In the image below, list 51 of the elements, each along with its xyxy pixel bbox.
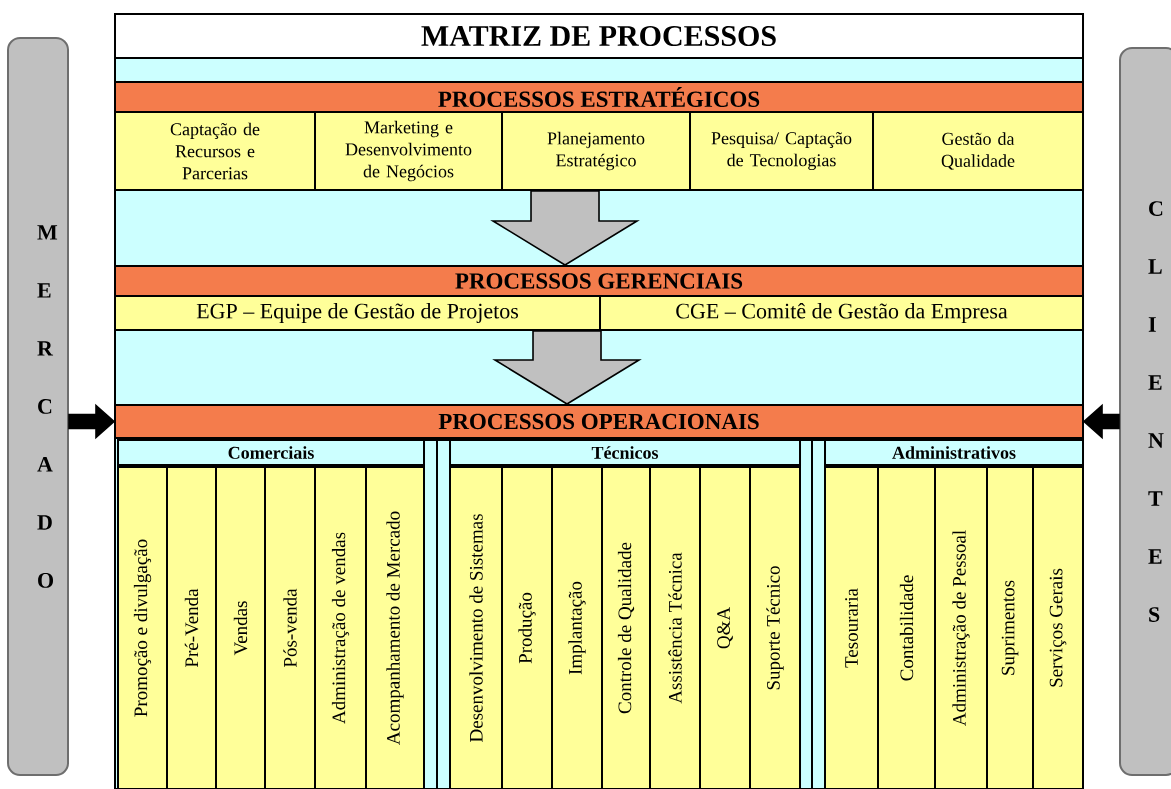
node-label: Pré-Venda bbox=[184, 588, 199, 668]
node-label: Q&A bbox=[717, 607, 733, 649]
process-column: Serviços Gerais bbox=[1032, 466, 1084, 789]
section-header: PROCESSOS OPERACIONAIS bbox=[114, 404, 1084, 439]
process-column: Implantação bbox=[551, 466, 603, 789]
node-label: Assistência Técnica bbox=[668, 552, 682, 704]
block-arrow bbox=[492, 330, 642, 405]
node-label: Implantação bbox=[568, 581, 586, 675]
process-column: Administração de vendas bbox=[314, 466, 367, 789]
side-bar: CLIENTES bbox=[1119, 47, 1171, 776]
process-column: Suprimentos bbox=[986, 466, 1034, 789]
section-header: PROCESSOS ESTRATÉGICOS bbox=[114, 81, 1084, 113]
title-box: MATRIZ DE PROCESSOS bbox=[114, 13, 1084, 59]
group-header: Técnicos bbox=[449, 439, 801, 466]
side-bar: MERCADO bbox=[7, 37, 69, 776]
section-header: PROCESSOS GERENCIAIS bbox=[114, 265, 1084, 297]
node-label: Produção bbox=[518, 592, 536, 664]
process-column: Produção bbox=[501, 466, 553, 789]
node-label: Controle de Qualidade bbox=[617, 542, 635, 714]
process-column: Desenvolvimento de Sistemas bbox=[449, 466, 503, 789]
process-column: Promoção e divulgação bbox=[117, 466, 168, 789]
node-label: Administração de Pessoal bbox=[952, 530, 970, 726]
node-label: Suporte Técnico bbox=[766, 566, 784, 690]
process-column: Suporte Técnico bbox=[749, 466, 801, 789]
node-label: Contabilidade bbox=[899, 575, 914, 681]
node-label: Acompanhamento de Mercado bbox=[386, 511, 404, 745]
process-cell: CGE – Comitê de Gestão da Empresa bbox=[599, 295, 1084, 331]
process-cell: Captação de Recursos e Parcerias bbox=[114, 111, 316, 191]
process-column: Vendas bbox=[215, 466, 266, 789]
node-label: Suprimentos bbox=[1001, 580, 1019, 675]
node-label: Pós-venda bbox=[283, 588, 297, 668]
process-column: Pós-venda bbox=[264, 466, 316, 789]
process-cell: EGP – Equipe de Gestão de Projetos bbox=[114, 295, 601, 331]
block-arrow bbox=[1082, 403, 1120, 440]
block-arrow bbox=[68, 403, 116, 440]
group-header: Administrativos bbox=[824, 439, 1084, 466]
block-arrow bbox=[490, 190, 640, 266]
process-column: Acompanhamento de Mercado bbox=[365, 466, 425, 789]
process-column: Tesouraria bbox=[824, 466, 879, 789]
node-label: Desenvolvimento de Sistemas bbox=[469, 514, 483, 742]
process-cell: Marketing e Desenvolvimento de Negócios bbox=[314, 111, 503, 191]
process-cell: Pesquisa/ Captação de Tecnologias bbox=[689, 111, 874, 191]
process-cell: Gestão da Qualidade bbox=[872, 111, 1084, 191]
process-column: Pré-Venda bbox=[166, 466, 217, 789]
process-cell: Planejamento Estratégico bbox=[501, 111, 691, 191]
process-column: Contabilidade bbox=[877, 466, 936, 789]
process-column: Controle de Qualidade bbox=[601, 466, 651, 789]
process-column: Q&A bbox=[699, 466, 751, 789]
group-header: Comerciais bbox=[117, 439, 425, 466]
process-column: Administração de Pessoal bbox=[934, 466, 988, 789]
process-column: Assistência Técnica bbox=[649, 466, 701, 789]
